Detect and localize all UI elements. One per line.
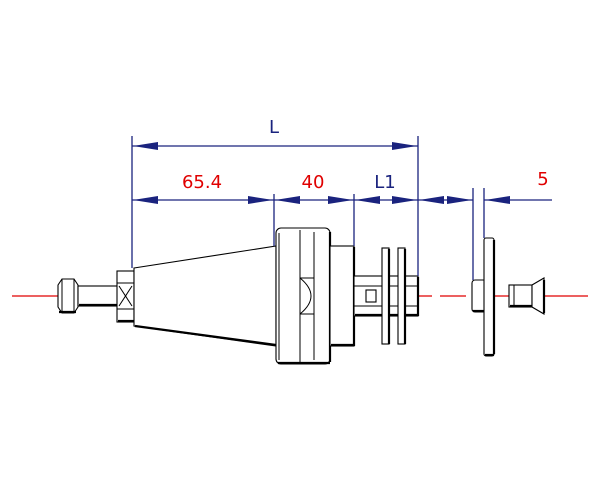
label-taper-length: 65.4 [182, 172, 222, 193]
arrow-L1-left [355, 196, 380, 204]
arrow-5-left [485, 196, 510, 204]
dimension-arrows [133, 142, 510, 204]
label-washer-gap: 5 [537, 169, 548, 190]
arrow-L-right [392, 142, 417, 150]
taper-body [133, 245, 277, 347]
hex-nut [116, 270, 135, 323]
washer-assembly [471, 237, 496, 357]
flange-collar [329, 245, 356, 347]
pull-stud [57, 278, 119, 314]
arrow-40-right [328, 196, 353, 204]
arrow-65-left [133, 196, 158, 204]
v-flange [275, 227, 332, 365]
label-overall-length: L [269, 117, 279, 138]
arrow-40-left [275, 196, 300, 204]
countersunk-screw [508, 277, 546, 315]
arrow-gap-left [419, 196, 444, 204]
label-flange-length: 40 [302, 172, 325, 193]
arrow-65-right [248, 196, 273, 204]
clamp-discs [381, 247, 407, 345]
arrow-L-left [133, 142, 158, 150]
label-extension-length: L1 [374, 172, 395, 193]
arrow-gap-right [447, 196, 472, 204]
arrow-L1-right [392, 196, 417, 204]
dimension-labels: L 65.4 40 L1 5 [182, 117, 549, 193]
